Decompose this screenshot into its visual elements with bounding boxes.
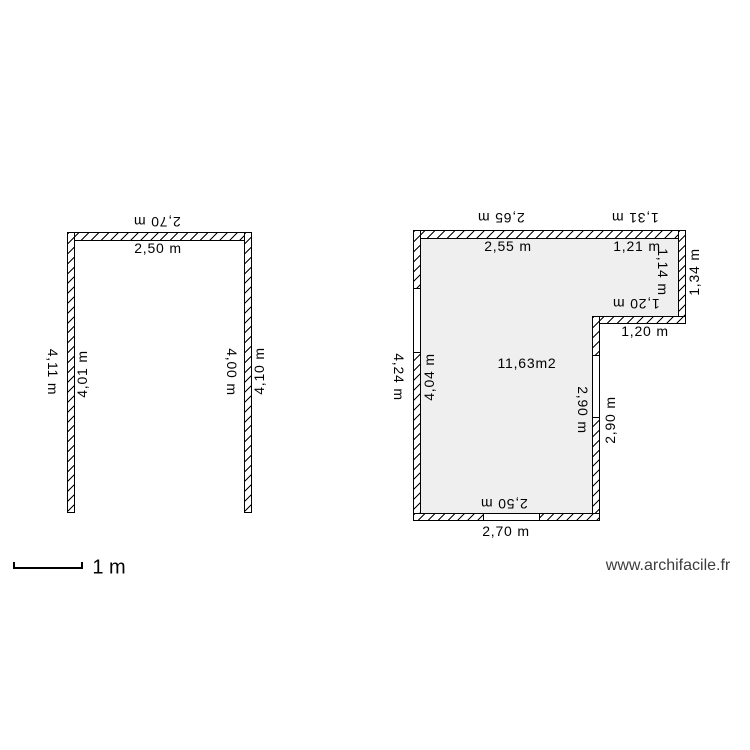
window-left-wall[interactable] (413, 288, 421, 353)
dim-room-step-outside[interactable]: 1,20 m (621, 323, 669, 339)
dim-left-structure-top-outside[interactable]: 2,70 m (133, 214, 181, 230)
dim-room-left-outside[interactable]: 4,24 m (391, 353, 407, 401)
dim-room-notch-outside[interactable]: 1,34 m (686, 248, 702, 296)
room-left-wall[interactable] (413, 230, 421, 521)
dim-room-top-left-outside[interactable]: 2,65 m (477, 210, 525, 226)
window-right-wall[interactable] (592, 355, 600, 418)
dim-room-left-inside[interactable]: 4,04 m (421, 353, 437, 401)
dim-room-bottom-inside[interactable]: 2,50 m (480, 496, 528, 512)
dim-left-structure-left-outside[interactable]: 4,11 m (45, 348, 61, 396)
dim-room-step-inside[interactable]: 1,20 m (612, 296, 660, 312)
dim-left-structure-right-inside[interactable]: 4,00 m (224, 348, 240, 396)
dim-room-top-right-outside[interactable]: 1,31 m (611, 210, 659, 226)
room-floor-main (417, 234, 596, 517)
archifacile-watermark: www.archifacile.fr (605, 557, 731, 574)
left-structure-left-wall[interactable] (67, 232, 75, 513)
left-structure-right-wall[interactable] (244, 232, 252, 513)
dim-room-top-left-inside[interactable]: 2,55 m (484, 238, 532, 254)
scale-bar (13, 562, 83, 569)
dim-left-structure-top-inside[interactable]: 2,50 m (134, 240, 182, 256)
window-bottom-wall[interactable] (483, 513, 540, 521)
dim-room-bottom-outside[interactable]: 2,70 m (482, 523, 530, 539)
dim-left-structure-right-outside[interactable]: 4,10 m (251, 347, 267, 395)
dim-room-right-inside[interactable]: 2,90 m (575, 386, 591, 434)
dim-left-structure-left-inside[interactable]: 4,01 m (74, 350, 90, 398)
dim-room-right-outside[interactable]: 2,90 m (602, 396, 618, 444)
room-notch-right-wall[interactable] (678, 230, 686, 323)
dim-room-top-right-inside[interactable]: 1,21 m (613, 238, 661, 254)
scale-bar-label: 1 m (92, 556, 126, 579)
room-area-label: 11,63m2 (497, 355, 557, 371)
room-lower-right-wall[interactable] (592, 316, 600, 521)
dim-room-notch-inside[interactable]: 1,14 m (655, 248, 671, 296)
room-floor-notch (592, 234, 682, 318)
